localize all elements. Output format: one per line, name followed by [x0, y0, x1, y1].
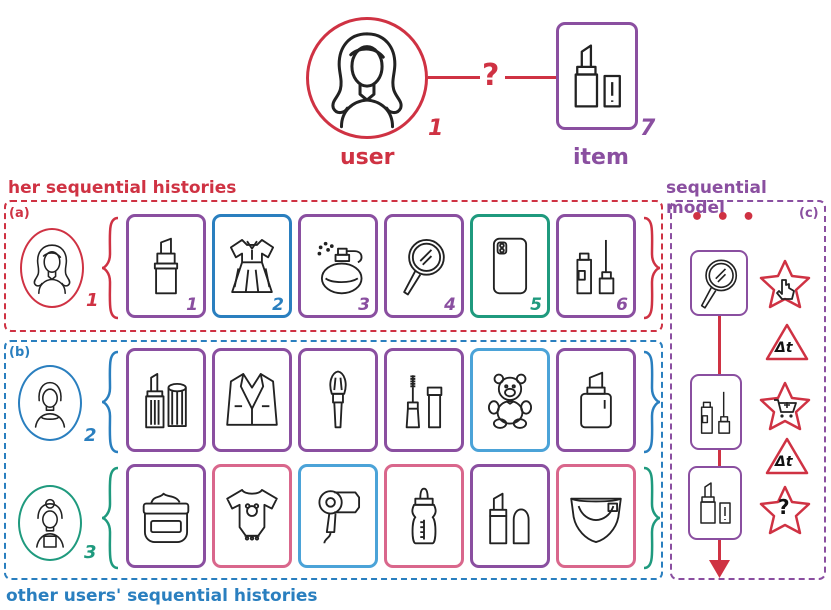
other-histories-title: other users' sequential histories [6, 586, 318, 606]
panel-a-left-brace [101, 216, 119, 320]
sequential-model-title: sequential model [666, 178, 767, 218]
mascara-icon [393, 357, 455, 443]
lipstick-tubes-icon [135, 357, 197, 443]
panel-b-user2-number: 2 [84, 425, 97, 446]
history-item-card: 3 [298, 214, 378, 318]
baby-onesie-icon [221, 473, 283, 559]
diaper-icon [565, 473, 627, 559]
add-to-cart-star-icon [759, 381, 811, 431]
sequence-arrow-head [709, 560, 730, 578]
woman-bun-hair-icon [20, 487, 80, 559]
panel-c-item-mirror [690, 250, 748, 316]
makeup-brush-icon [307, 357, 369, 443]
woman-curly-hair-icon [309, 20, 425, 136]
user-item-connector-right [505, 76, 557, 79]
lipstick-icon [690, 468, 740, 538]
history-item-card [384, 348, 464, 452]
panel-a-user-number: 1 [86, 290, 99, 311]
panel-b-tag: (b) [9, 345, 31, 360]
panel-b-user2-avatar [18, 365, 82, 441]
panel-b-user3-number: 3 [84, 542, 97, 563]
target-item-card [556, 22, 638, 130]
panel-b-frame [4, 340, 663, 580]
panel-a-right-brace [643, 216, 661, 320]
history-item-card: 4 [384, 214, 464, 318]
time-interval-triangle-icon [765, 437, 809, 475]
teddy-bear-icon [479, 357, 541, 443]
question-mark: ? [482, 58, 500, 93]
user-label: user [340, 145, 395, 170]
target-user-number: 1 [428, 116, 444, 141]
makeup-bottles-icon [692, 376, 740, 448]
history-item-number: 1 [186, 295, 198, 315]
target-user-avatar [306, 17, 428, 139]
history-item-card [384, 464, 464, 568]
click-star-icon [759, 259, 811, 309]
panel-b-row3-left-brace [101, 466, 119, 570]
panel-a-tag: (a) [9, 206, 30, 221]
panel-c-frame [670, 200, 826, 580]
history-item-card [298, 348, 378, 452]
history-item-card [212, 464, 292, 568]
history-item-number: 3 [358, 295, 370, 315]
panel-a-frame [4, 200, 663, 332]
history-item-number: 2 [272, 295, 284, 315]
woman-curly-hair-icon [22, 230, 82, 306]
panel-b-user3-avatar [18, 485, 82, 561]
history-item-number: 5 [530, 295, 542, 315]
delta-t-label-2: Δt [775, 454, 793, 470]
hair-dryer-icon [307, 473, 369, 559]
question-star-label: ? [778, 495, 790, 519]
woman-short-hair-icon [20, 367, 80, 439]
panel-b-row3-right-brace [643, 466, 661, 570]
history-item-card: 2 [212, 214, 292, 318]
panel-b-row2-left-brace [101, 350, 119, 454]
panel-b-row2-right-brace [643, 350, 661, 454]
time-interval-triangle-icon [765, 323, 809, 361]
panel-c-item-lipstick [688, 466, 742, 540]
sequence-ellipsis: • • • [690, 205, 758, 230]
panel-c-item-bottles [690, 374, 742, 450]
history-item-card [126, 348, 206, 452]
history-item-number: 4 [444, 295, 456, 315]
cream-jar-icon [135, 473, 197, 559]
delta-t-label-1: Δt [775, 340, 793, 356]
history-item-card [470, 348, 550, 452]
foundation-bottle-icon [565, 357, 627, 443]
lipsticks-icon [479, 473, 541, 559]
target-item-number: 7 [640, 116, 656, 141]
user-item-connector-left [428, 76, 480, 79]
history-item-card [298, 464, 378, 568]
history-item-card: 1 [126, 214, 206, 318]
history-item-card [556, 464, 636, 568]
history-item-card: 5 [470, 214, 550, 318]
history-item-card: 6 [556, 214, 636, 318]
lipstick-icon [559, 25, 635, 127]
history-item-card [126, 464, 206, 568]
history-item-card [212, 348, 292, 452]
blazer-icon [221, 357, 283, 443]
hand-mirror-icon [692, 252, 746, 314]
item-label: item [573, 145, 629, 170]
baby-bottle-icon [393, 473, 455, 559]
her-histories-title: her sequential histories [8, 178, 237, 198]
panel-a-user-avatar [20, 228, 84, 308]
question-star-icon [759, 485, 811, 535]
history-item-number: 6 [616, 295, 628, 315]
panel-c-tag: (c) [799, 206, 819, 221]
history-item-card [470, 464, 550, 568]
history-item-card [556, 348, 636, 452]
